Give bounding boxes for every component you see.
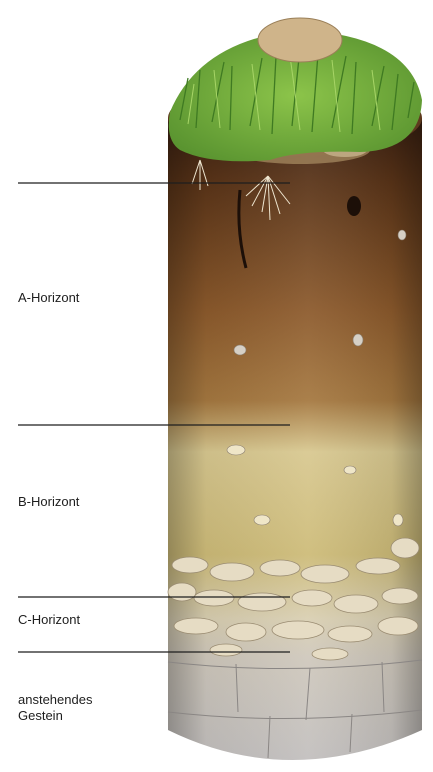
a-horizon-label: A-Horizont <box>18 290 79 306</box>
c-horizon-label: C-Horizont <box>18 612 80 628</box>
surface-rock <box>258 18 342 62</box>
burrow-hole <box>347 196 361 216</box>
bedrock-label: anstehendes Gestein <box>18 692 92 724</box>
soil-column <box>168 118 422 760</box>
b-horizon-label: B-Horizont <box>18 494 79 510</box>
